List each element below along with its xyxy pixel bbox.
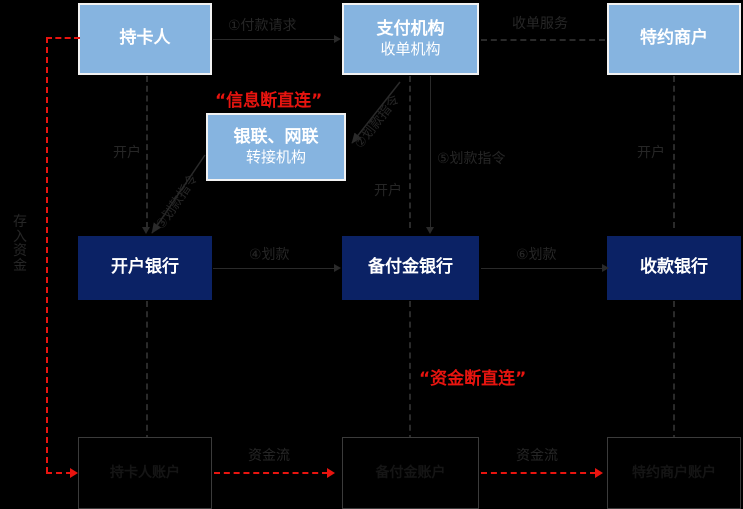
edge-line-1 <box>213 39 335 40</box>
edge-arrow-fund-flow-left <box>327 468 335 478</box>
edge-arrow-fund-flow-right <box>595 468 603 478</box>
node-reserve-bank-label: 备付金银行 <box>368 257 453 278</box>
annotation-fund-disconnect: “资金断直连” <box>419 369 527 389</box>
node-switch-org-label-1: 银联、网联 <box>233 127 319 148</box>
edge-line-fund-flow-left <box>214 472 328 474</box>
edge-line-open-account-left <box>146 76 148 228</box>
edge-arrow-1 <box>334 34 341 43</box>
node-switch-org[interactable]: 银联、网联 转接机构 <box>206 113 346 181</box>
node-cardholder-label: 持卡人 <box>119 28 171 49</box>
edge-line-4 <box>213 268 335 269</box>
edge-label-transfer-instruction-2: ②划款指令 <box>352 92 404 152</box>
edge-arrow-6 <box>602 263 609 272</box>
edge-label-open-account-mid: 开户 <box>374 183 402 199</box>
edge-label-transfer-instruction-5: ⑤划款指令 <box>437 151 506 167</box>
node-merchant-account-label: 特约商户账户 <box>632 464 716 481</box>
edge-line-6 <box>481 268 604 269</box>
connector-reserve-bank-to-reserve-account <box>409 301 411 441</box>
edge-label-open-account-left: 开户 <box>113 145 141 161</box>
edge-label-acquiring-service: 收单服务 <box>512 16 568 32</box>
edge-label-payment-request: ①付款请求 <box>228 18 297 34</box>
edge-line-acquiring-service <box>481 39 605 41</box>
node-payment-org-label-2: 收单机构 <box>380 39 441 58</box>
edge-label-transfer-4: ④划款 <box>249 247 290 263</box>
edge-arrow-4 <box>334 263 341 272</box>
node-reserve-account-label: 备付金账户 <box>375 464 446 481</box>
node-merchant[interactable]: 特约商户 <box>607 3 741 75</box>
node-cardholder-account-label: 持卡人账户 <box>110 464 180 481</box>
edge-label-open-account-right: 开户 <box>637 145 665 161</box>
node-payment-org-label-1: 支付机构 <box>376 19 445 40</box>
edge-line-5 <box>430 76 431 228</box>
node-reserve-account[interactable]: 备付金账户 <box>342 437 479 509</box>
node-merchant-account[interactable]: 特约商户账户 <box>607 437 741 509</box>
node-opening-bank[interactable]: 开户银行 <box>78 236 212 300</box>
edge-line-deposit-vertical <box>46 37 48 473</box>
node-cardholder[interactable]: 持卡人 <box>78 3 212 75</box>
node-payment-org[interactable]: 支付机构 收单机构 <box>342 3 479 75</box>
edge-line-open-account-right <box>673 76 675 228</box>
node-merchant-label: 特约商户 <box>640 28 708 49</box>
node-switch-org-label-2: 转接机构 <box>245 147 306 166</box>
node-reserve-bank[interactable]: 备付金银行 <box>342 236 479 300</box>
node-receiving-bank-label: 收款银行 <box>640 257 708 278</box>
edge-label-deposit-funds: 存入资金 <box>13 214 27 275</box>
edge-line-open-account-mid <box>409 76 411 228</box>
edge-arrow-deposit <box>70 468 78 478</box>
edge-arrow-5 <box>425 227 434 234</box>
edge-label-fund-flow-left: 资金流 <box>248 448 290 464</box>
node-opening-bank-label: 开户银行 <box>111 257 179 278</box>
connector-opening-bank-to-cardholder-account <box>146 301 148 441</box>
connector-receiving-bank-to-merchant-account <box>673 301 675 441</box>
annotation-info-disconnect: “信息断直连” <box>215 91 323 111</box>
edge-label-fund-flow-right: 资金流 <box>516 448 558 464</box>
node-receiving-bank[interactable]: 收款银行 <box>607 236 741 300</box>
edge-arrow-open-account-left <box>141 227 150 234</box>
edge-line-deposit-top <box>46 37 80 39</box>
edge-line-deposit-bottom <box>46 472 72 474</box>
edge-line-fund-flow-right <box>481 472 596 474</box>
edge-label-transfer-instruction-3: ③划款指令 <box>153 171 202 233</box>
node-cardholder-account[interactable]: 持卡人账户 <box>78 437 212 509</box>
edge-label-transfer-6: ⑥划款 <box>516 247 557 263</box>
